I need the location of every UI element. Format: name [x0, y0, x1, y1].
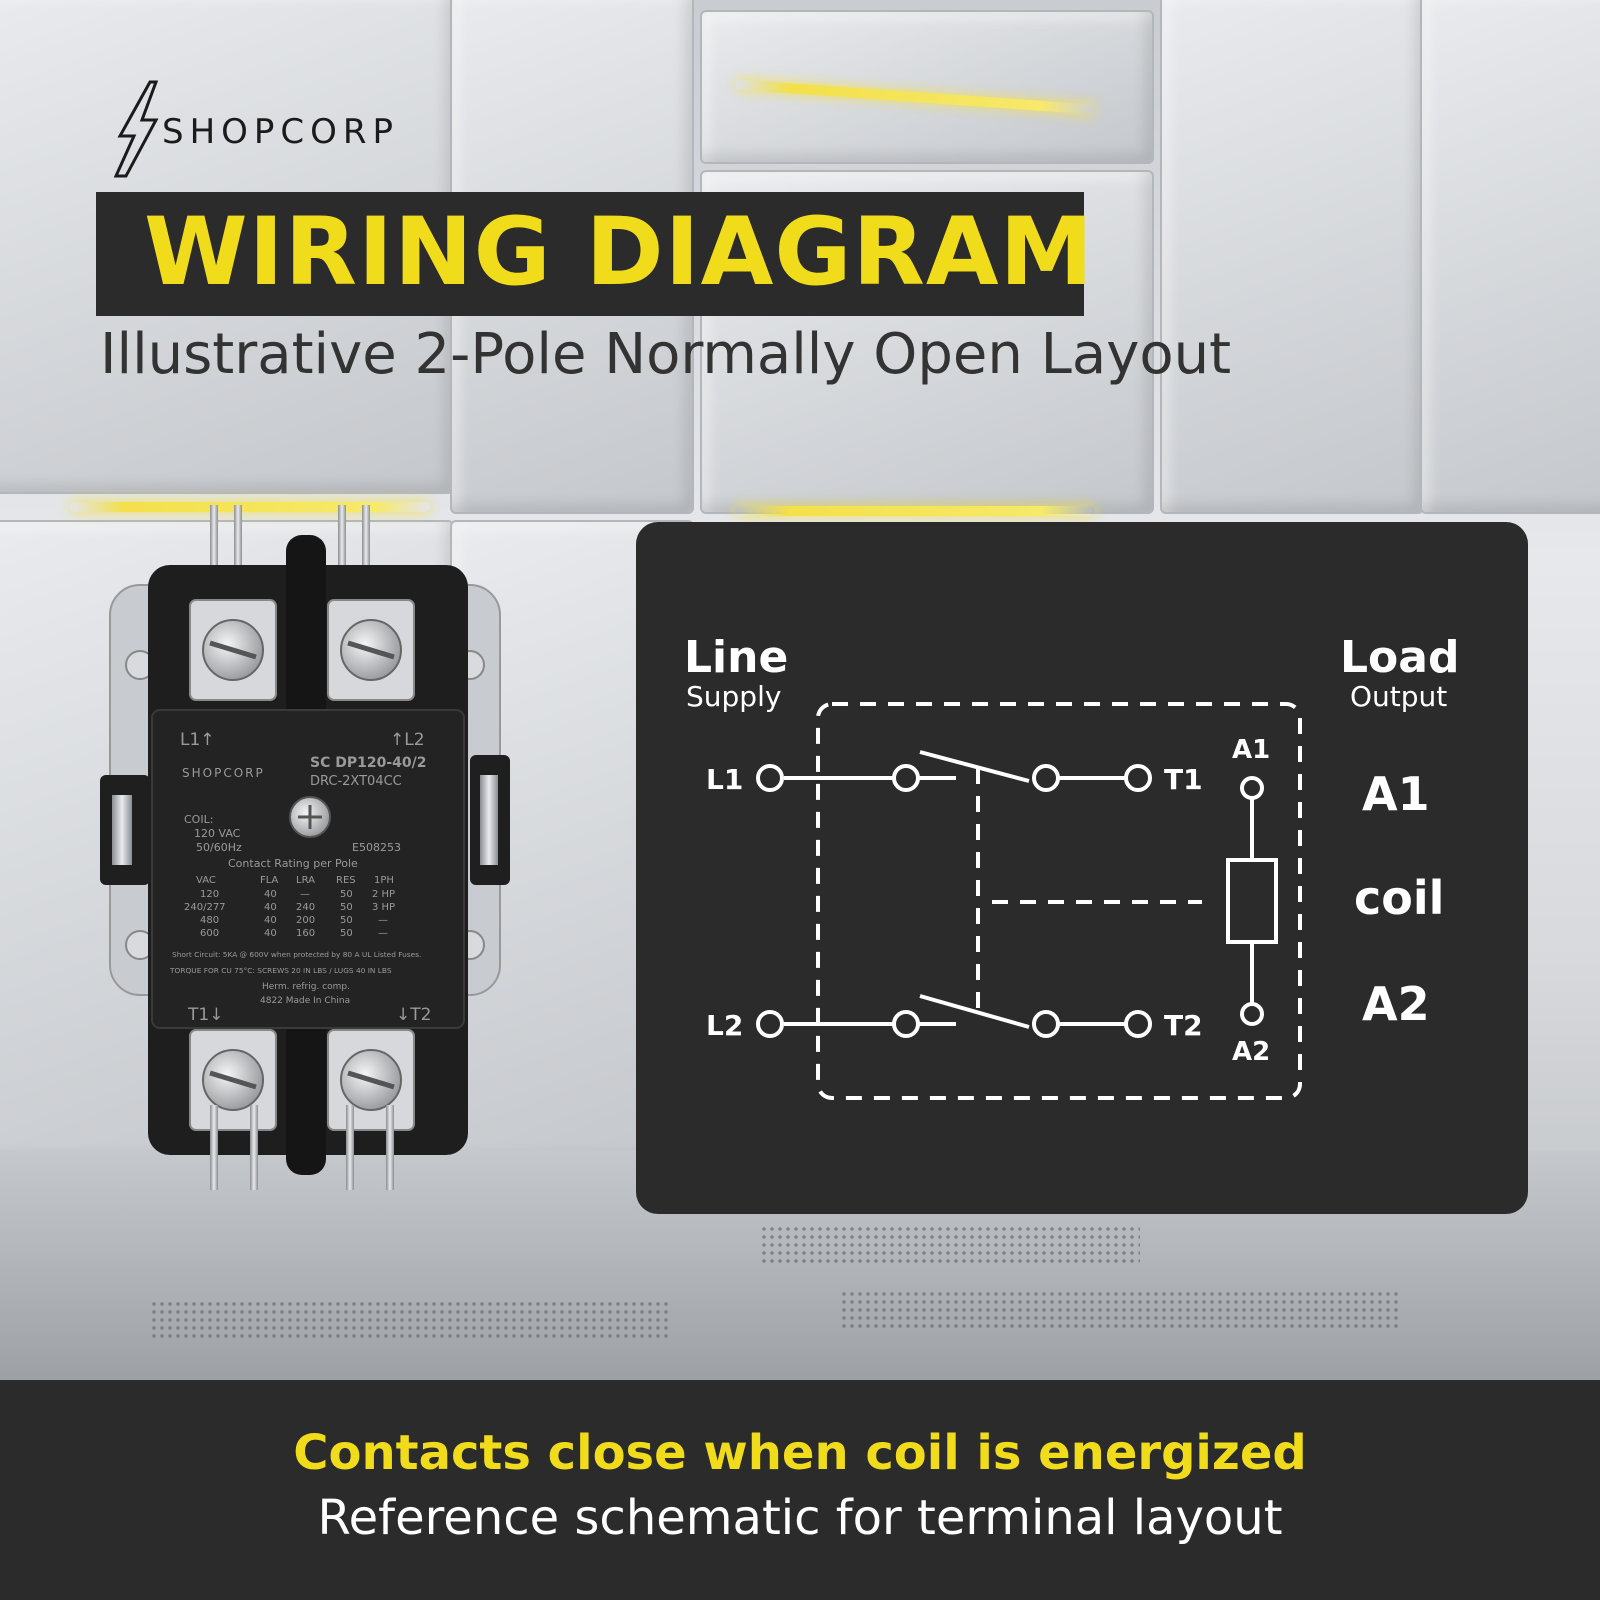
- rating-cell: 120: [200, 889, 219, 900]
- terminal-label: ↓T2: [396, 1005, 431, 1025]
- rating-cell: 50: [340, 915, 353, 926]
- lightning-bolt-icon: [113, 80, 159, 178]
- wall-panel: [1160, 0, 1424, 514]
- coil-voltage: 120 VAC: [194, 827, 241, 840]
- wiring-schematic: Line Supply Load Output: [684, 632, 1459, 1100]
- coil-symbol: [1226, 858, 1278, 944]
- label-l1: L1: [706, 763, 743, 796]
- load-subtitle: Output: [1350, 680, 1447, 713]
- terminal-l1: [756, 764, 784, 792]
- contact-blade-1: [919, 750, 1030, 783]
- floor-grate: [150, 1300, 670, 1340]
- side-label-a2: A2: [1362, 977, 1430, 1031]
- model-code: DRC-2XT04CC: [310, 774, 402, 789]
- rating-cell: 40: [264, 928, 277, 939]
- terminal-l2: [756, 1010, 784, 1038]
- rating-cell: 2 HP: [372, 889, 395, 900]
- rating-header: RES: [336, 875, 356, 886]
- contact-fixed-1a: [892, 764, 920, 792]
- label-brand: SHOPCORP: [182, 766, 265, 780]
- rating-cell: —: [300, 889, 310, 900]
- rating-cell: 240: [296, 902, 315, 913]
- schematic-panel: Line Supply Load Output: [636, 522, 1528, 1214]
- terminal-a2: [1240, 1002, 1264, 1026]
- footer-caption: Reference schematic for terminal layout: [317, 1490, 1283, 1546]
- rating-header: FLA: [260, 875, 279, 886]
- label-t1: T1: [1164, 763, 1203, 796]
- label-l2: L2: [706, 1009, 743, 1042]
- brand-logo: SHOPCORP: [112, 80, 492, 180]
- page-subtitle: Illustrative 2-Pole Normally Open Layout: [100, 322, 1232, 387]
- floor-grate: [840, 1290, 1400, 1330]
- rating-cell: 240/277: [184, 902, 226, 913]
- rating-title: Contact Rating per Pole: [228, 857, 358, 870]
- page-title: WIRING DIAGRAM: [144, 198, 1095, 307]
- contact-fixed-1b: [1032, 764, 1060, 792]
- rating-table: VAC FLA LRA RES 1PH 120 40 — 50 2 HP 240…: [184, 875, 395, 939]
- label-coil-a2: A2: [1232, 1037, 1270, 1067]
- rating-cell: 50: [340, 902, 353, 913]
- rating-cell: 50: [340, 889, 353, 900]
- rating-header: VAC: [196, 875, 216, 886]
- contact-fixed-2a: [892, 1010, 920, 1038]
- label-coil-a1: A1: [1232, 735, 1270, 765]
- application-note: Herm. refrig. comp.: [262, 982, 350, 992]
- load-title: Load: [1340, 632, 1459, 683]
- rating-cell: 3 HP: [372, 902, 395, 913]
- rating-cell: 200: [296, 915, 315, 926]
- terminal-label: L1↑: [180, 730, 215, 750]
- brand-name: SHOPCORP: [162, 112, 400, 152]
- cert-code: E508253: [352, 841, 401, 854]
- rating-cell: 40: [264, 902, 277, 913]
- contactor-product-image: L1↑ ↑L2 SHOPCORP SC DP120-40/2 DRC-2XT04…: [100, 505, 510, 1190]
- rating-cell: 50: [340, 928, 353, 939]
- short-circuit-note: Short Circuit: 5KA @ 600V when protected…: [172, 950, 421, 959]
- rating-cell: —: [378, 915, 388, 926]
- terminal-label: ↑L2: [390, 730, 425, 750]
- terminal-t2: [1124, 1010, 1152, 1038]
- rating-cell: —: [378, 928, 388, 939]
- floor-grate: [760, 1225, 1140, 1265]
- title-banner: WIRING DIAGRAM: [96, 192, 1093, 316]
- model-number: SC DP120-40/2: [310, 755, 426, 771]
- contactor-enclosure: [816, 702, 1302, 1100]
- coil-label: COIL:: [184, 813, 213, 826]
- footer-headline: Contacts close when coil is energized: [293, 1425, 1307, 1481]
- rating-header: 1PH: [374, 875, 394, 886]
- footer-band: [0, 1380, 1600, 1600]
- origin-note: 4822 Made In China: [260, 996, 350, 1006]
- label-plate: [151, 709, 465, 1029]
- rating-cell: 600: [200, 928, 219, 939]
- wall-panel: [1420, 0, 1600, 514]
- rating-cell: 40: [264, 915, 277, 926]
- torque-note: TORQUE FOR CU 75°C: SCREWS 20 IN LBS / L…: [169, 966, 392, 975]
- light-strip: [735, 506, 1095, 516]
- contact-fixed-2b: [1032, 1010, 1060, 1038]
- terminal-t1: [1124, 764, 1152, 792]
- light-strip: [70, 502, 430, 512]
- terminal-a1: [1240, 776, 1264, 800]
- contact-blade-2: [919, 994, 1030, 1029]
- line-subtitle: Supply: [686, 680, 781, 713]
- terminal-label: T1↓: [187, 1005, 223, 1025]
- rating-cell: 480: [200, 915, 219, 926]
- rating-header: LRA: [296, 875, 315, 886]
- label-t2: T2: [1164, 1009, 1203, 1042]
- rating-cell: 160: [296, 928, 315, 939]
- coil-frequency: 50/60Hz: [196, 841, 242, 854]
- rating-cell: 40: [264, 889, 277, 900]
- side-label-coil: coil: [1354, 871, 1444, 925]
- line-title: Line: [684, 632, 788, 683]
- side-label-a1: A1: [1362, 767, 1430, 821]
